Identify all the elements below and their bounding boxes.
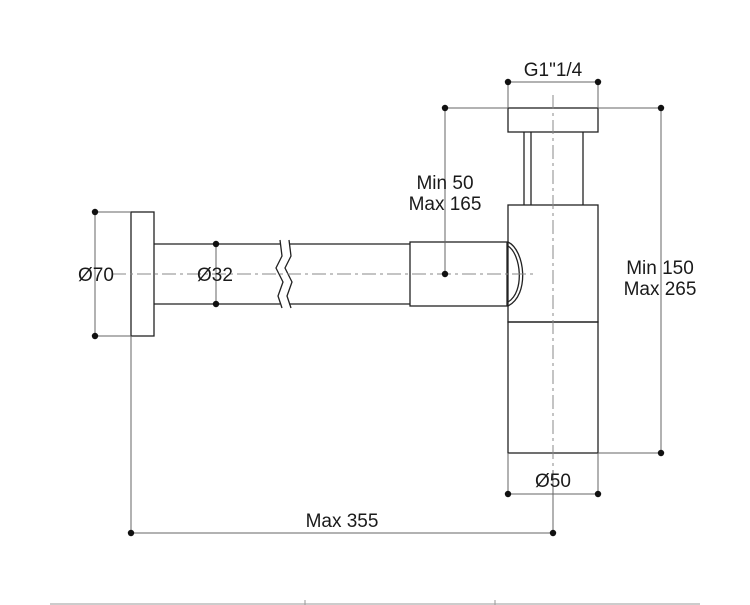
pipe-break-symbol (275, 239, 284, 309)
height-min-label: Min 150 (626, 258, 694, 279)
horizontal-pipe (154, 239, 410, 309)
offset-max-label: Max 165 (409, 194, 482, 215)
pipe-diameter-label: Ø32 (197, 265, 233, 286)
offset-min-label: Min 50 (416, 173, 473, 194)
body-diameter-label: Ø50 (535, 471, 571, 492)
offset-dimension (441, 104, 508, 278)
pipe-diameter-dimension (212, 240, 220, 308)
length-label: Max 355 (306, 511, 379, 532)
height-max-label: Max 265 (624, 279, 697, 300)
flange-diameter-label: Ø70 (78, 265, 114, 286)
footer-rule (50, 600, 700, 605)
thread-label: G1"1/4 (524, 60, 583, 81)
length-dimension (127, 336, 557, 537)
flange-diameter-dimension (91, 208, 131, 340)
height-dimension (598, 104, 665, 457)
tailpiece (523, 132, 584, 205)
outlet-curve (507, 241, 524, 307)
thread-dimension (504, 78, 602, 108)
